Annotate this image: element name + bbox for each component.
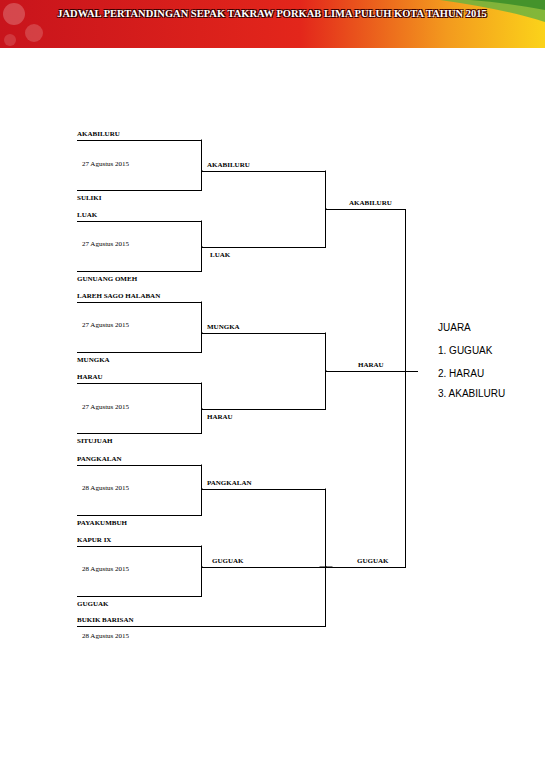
bracket-entry: GUGUAK: [326, 556, 406, 568]
page-title: JADWAL PERTANDINGAN SEPAK TAKRAW PORKAB …: [52, 6, 492, 22]
bracket-entry: GUGUAK: [77, 596, 202, 608]
bracket-connector: [201, 489, 203, 515]
team-name: LUAK: [77, 211, 97, 219]
team-name: BUKIK BARISAN: [77, 616, 134, 624]
bracket-entry: GUNUANG OMEH: [77, 271, 202, 283]
team-name: GUGUAK: [77, 600, 109, 608]
bracket-entry: LUAK: [77, 210, 202, 222]
ball-icon: [3, 3, 25, 25]
bracket-connector: [201, 465, 203, 489]
bracket-connector: [325, 567, 327, 626]
champion-entry: 1. GUGUAK: [438, 345, 492, 357]
match-date: 28 Agustus 2015: [82, 483, 129, 493]
team-name: PAYAKUMBUH: [77, 519, 127, 527]
bracket-connector: [201, 546, 203, 567]
bracket-entry: PANGKALAN: [77, 454, 202, 466]
bracket-entry: PAYAKUMBUH: [77, 515, 202, 527]
bracket-entry: HARAU: [202, 409, 326, 421]
bracket-connector: [320, 567, 332, 568]
bracket-entry: GUGUAK: [202, 556, 326, 568]
bracket-entry: HARAU: [326, 360, 418, 372]
ball-icon: [25, 24, 43, 42]
match-date: 27 Agustus 2015: [82, 159, 129, 169]
bracket-connector: [201, 171, 203, 190]
bracket-connector: [201, 247, 203, 271]
team-name: MUNGKA: [77, 356, 110, 364]
bracket-connector: [201, 567, 203, 596]
team-name: KAPUR IX: [77, 536, 111, 544]
bracket-connector: [325, 371, 327, 409]
team-name: AKABILURU: [77, 130, 120, 138]
ball-icon: [4, 34, 16, 46]
match-date: 27 Agustus 2015: [82, 239, 129, 249]
bracket-connector: [201, 221, 203, 247]
bracket-entry: BUKIK BARISAN: [77, 615, 326, 627]
team-name: AKABILURU: [207, 161, 250, 169]
team-name: HARAU: [358, 361, 384, 369]
champion-entry: 2. HARAU: [438, 368, 484, 380]
match-date: 27 Agustus 2015: [82, 320, 129, 330]
bracket-connector: [325, 489, 327, 567]
bracket-connector: [325, 171, 327, 209]
team-name: GUNUANG OMEH: [77, 275, 137, 283]
bracket-connector: [201, 409, 203, 433]
bracket-connector: [201, 383, 203, 409]
bracket-entry: MUNGKA: [202, 322, 326, 334]
team-name: MUNGKA: [207, 323, 240, 331]
header-banner: [0, 0, 545, 48]
bracket-entry: LUAK: [202, 247, 326, 259]
bracket-entry: KAPUR IX: [77, 535, 202, 547]
bracket-entry: SULIKI: [77, 190, 202, 202]
bracket-connector: [201, 140, 203, 171]
bracket-entry: LAREH SAGO HALABAN: [77, 291, 202, 303]
team-name: HARAU: [207, 413, 233, 421]
team-name: LUAK: [210, 251, 230, 259]
bracket-entry: HARAU: [77, 372, 202, 384]
bracket-entry: MUNGKA: [77, 352, 202, 364]
bracket-entry: AKABILURU: [77, 129, 202, 141]
champion-entry: JUARA: [438, 322, 471, 334]
team-name: LAREH SAGO HALABAN: [77, 292, 160, 300]
match-date: 28 Agustus 2015: [82, 631, 129, 641]
match-date: 28 Agustus 2015: [82, 564, 129, 574]
final-bracket-line: [405, 209, 406, 567]
bracket-connector: [325, 209, 327, 247]
bracket-entry: AKABILURU: [202, 160, 326, 172]
team-name: GUGUAK: [212, 557, 244, 565]
bracket-connector: [201, 302, 203, 333]
team-name: HARAU: [77, 373, 103, 381]
bracket-entry: PANGKALAN: [202, 478, 326, 490]
team-name: PANGKALAN: [207, 479, 252, 487]
team-name: PANGKALAN: [77, 455, 122, 463]
bracket-entry: SITUJUAH: [77, 433, 202, 445]
team-name: GUGUAK: [357, 557, 389, 565]
champion-entry: 3. AKABILURU: [438, 388, 505, 400]
team-name: SULIKI: [77, 194, 102, 202]
team-name: AKABILURU: [349, 199, 392, 207]
team-name: SITUJUAH: [77, 437, 112, 445]
bracket-connector: [201, 333, 203, 352]
match-date: 27 Agustus 2015: [82, 402, 129, 412]
bracket-entry: AKABILURU: [326, 198, 406, 210]
bracket-connector: [325, 333, 327, 371]
